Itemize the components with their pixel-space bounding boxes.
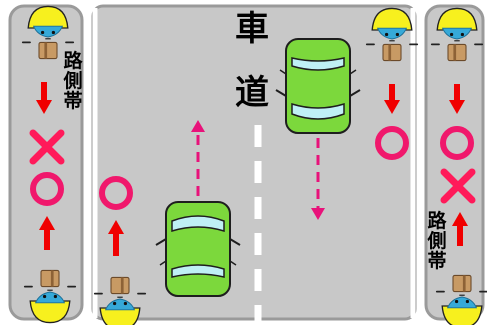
red-arrowhead — [39, 216, 55, 230]
red-arrowhead — [452, 212, 468, 226]
sidewalk-label-right: 路 側 帯 — [425, 211, 449, 271]
sidewalk-label-char: 帯 — [63, 90, 83, 112]
sidewalk-label-char: 路 — [427, 210, 447, 232]
roadway-label-char: 道 — [235, 73, 269, 113]
arrowhead — [191, 120, 205, 132]
red-arrowhead — [449, 100, 465, 114]
sidewalk-label-left: 路 側 帯 — [61, 51, 85, 111]
sidewalk-label-char: 帯 — [427, 250, 447, 272]
sidewalk-label-char: 側 — [63, 70, 83, 92]
roadway-label: 車 道 — [232, 12, 272, 110]
red-arrowhead — [36, 100, 52, 114]
sidewalk-label-char: 側 — [427, 230, 447, 252]
arrowhead — [311, 208, 325, 220]
red-arrowhead — [108, 220, 124, 234]
red-arrowhead — [384, 100, 400, 114]
car-downward — [275, 38, 361, 134]
car-upward — [155, 201, 241, 297]
roadway-label-char: 車 — [235, 9, 269, 49]
sidewalk-label-char: 路 — [63, 50, 83, 72]
